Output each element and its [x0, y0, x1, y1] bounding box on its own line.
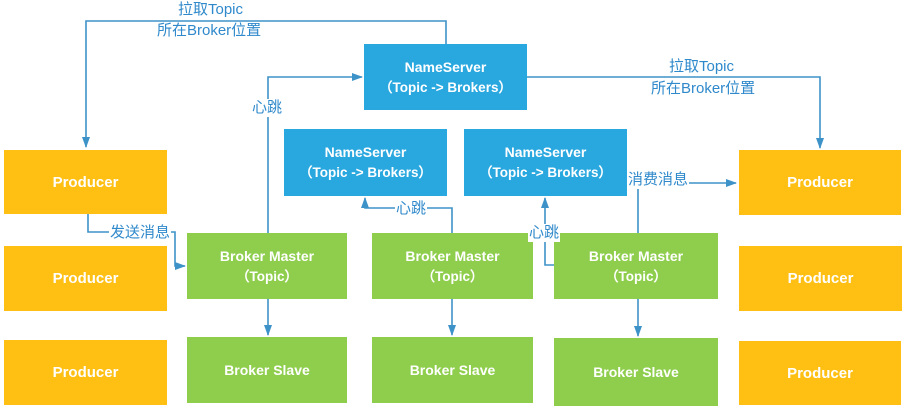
node-label: Producer — [787, 270, 854, 287]
edge-label-pull-topic-right-line1: 拉取Topic — [669, 58, 735, 75]
node-broker-slave-2: Broker Slave — [372, 337, 533, 403]
node-label: NameServer — [324, 144, 407, 160]
node-sublabel: （Topic -> Brokers） — [479, 165, 612, 180]
node-label: Broker Master — [588, 247, 684, 264]
node-label: Producer — [52, 364, 119, 381]
node-sublabel: （Topic） — [421, 268, 484, 284]
edge-label-consume-message: 消费消息 — [627, 171, 690, 189]
edge-label-heartbeat-2: 心跳 — [395, 200, 428, 218]
node-label: Broker Slave — [409, 361, 496, 378]
node-producer-left-1: Producer — [4, 150, 167, 214]
node-broker-slave-3: Broker Slave — [554, 338, 718, 406]
node-label: Broker Master — [405, 247, 500, 264]
node-producer-right-2: Producer — [739, 246, 902, 311]
edge-label-heartbeat-3: 心跳 — [528, 224, 561, 242]
edge-label-pull-topic-left-line1: 拉取Topic — [178, 1, 244, 18]
node-broker-master-2: Broker Master （Topic） — [372, 233, 533, 299]
node-sublabel: （Topic） — [605, 268, 667, 284]
node-label: NameServer — [504, 144, 587, 160]
node-label: NameServer — [404, 58, 487, 75]
node-producer-right-3: Producer — [739, 341, 901, 405]
node-broker-master-3: Broker Master （Topic） — [554, 233, 718, 299]
node-sublabel: （Topic -> Brokers） — [299, 165, 432, 180]
node-label: Producer — [52, 270, 119, 287]
node-producer-left-2: Producer — [4, 246, 167, 311]
edge-label-send-message: 发送消息 — [109, 224, 172, 242]
node-label: Broker Slave — [593, 363, 679, 380]
node-label: Broker Slave — [224, 361, 310, 378]
node-nameserver-left: NameServer （Topic -> Brokers） — [284, 129, 447, 196]
node-nameserver-top: NameServer （Topic -> Brokers） — [364, 44, 527, 110]
node-producer-right-1: Producer — [739, 150, 901, 215]
node-label: Producer — [52, 173, 119, 191]
node-broker-slave-1: Broker Slave — [187, 337, 347, 403]
node-label: Producer — [787, 364, 853, 382]
node-label: Broker Master — [219, 247, 315, 264]
node-label: Producer — [787, 174, 853, 191]
edge-label-pull-topic-right-line2: 所在Broker位置 — [651, 80, 756, 97]
node-producer-left-3: Producer — [4, 340, 167, 405]
edge-label-heartbeat-1: 心跳 — [251, 99, 284, 117]
node-sublabel: （Topic -> Brokers） — [379, 79, 512, 95]
arrow-consume-message — [637, 179, 737, 233]
node-nameserver-right: NameServer （Topic -> Brokers） — [464, 129, 627, 196]
node-sublabel: （Topic） — [236, 268, 298, 284]
edge-label-pull-topic-left-line2: 所在Broker位置 — [157, 22, 262, 39]
node-broker-master-1: Broker Master （Topic） — [187, 233, 347, 299]
